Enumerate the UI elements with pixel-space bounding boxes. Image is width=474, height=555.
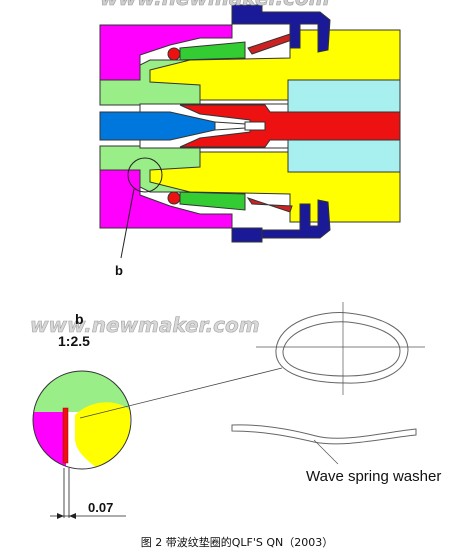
red-seal-top <box>167 47 181 61</box>
wave-washer-side-view <box>231 424 417 445</box>
navy-coupling-nut-bottom <box>231 199 331 243</box>
navy-coupling-nut-top <box>231 4 331 53</box>
red-center-contact <box>179 104 401 148</box>
detail-yellow <box>75 402 130 469</box>
dim-arrow-right <box>69 513 76 519</box>
wave-washer-top-view <box>275 312 409 384</box>
detail-view <box>33 371 131 469</box>
washer-label: Wave spring washer <box>306 468 441 485</box>
detail-red-washer <box>62 407 69 464</box>
connector-cross-section <box>99 4 401 243</box>
detail-scale: 1:2.5 <box>58 333 90 349</box>
watermark-middle: www.newmaker.com <box>30 313 260 337</box>
detail-title: b <box>75 311 84 327</box>
detail-circle <box>127 157 163 193</box>
red-contact-slot <box>244 121 266 131</box>
pin-tip <box>214 121 246 131</box>
watermark-top: www.newmaker.com <box>100 0 330 10</box>
detail-outline <box>32 370 132 470</box>
dim-arrow-left <box>57 513 64 519</box>
detail-green-band <box>33 371 131 412</box>
detail-marker-label: b <box>115 263 123 278</box>
green-clip-bottom <box>179 191 246 211</box>
figure-caption: 图 2 带波纹垫圈的QLF'S QN（2003） <box>140 536 334 549</box>
slanted-spring-top <box>247 33 293 55</box>
washer-label-leader <box>313 439 339 465</box>
detail-magenta <box>33 412 66 469</box>
slanted-spring-bottom <box>246 197 293 213</box>
green-clip-top <box>179 41 246 61</box>
detail-leader <box>120 188 135 259</box>
dimension-label: 0.07 <box>88 500 113 515</box>
washer-leader <box>79 367 283 419</box>
red-seal-bottom <box>167 191 181 205</box>
